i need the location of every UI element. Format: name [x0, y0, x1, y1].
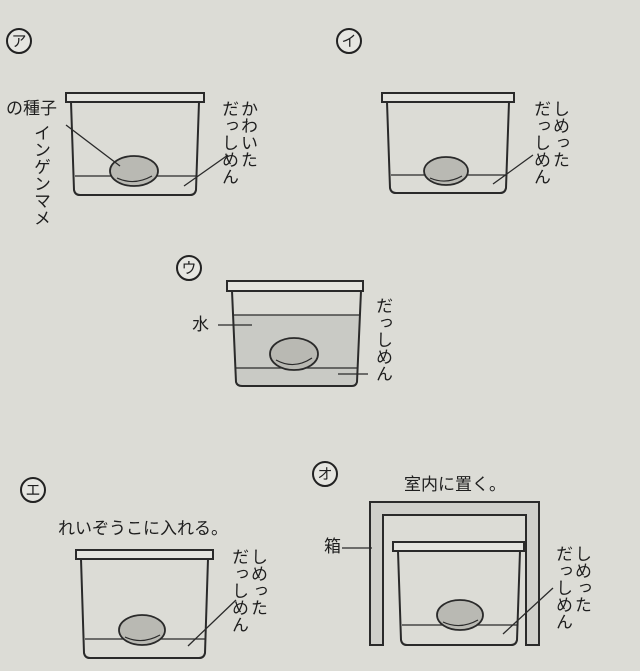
- caption-o: 室内に置く。: [404, 475, 506, 495]
- badge-u: ウ: [176, 255, 202, 281]
- box-label-o: 箱: [324, 537, 341, 557]
- seed-u: [269, 337, 319, 371]
- badge-a: ア: [6, 28, 32, 54]
- water-label-u: 水: [192, 315, 209, 335]
- leader-cotton-a: [183, 154, 229, 187]
- leader-cotton-i: [492, 154, 534, 185]
- cotton-label-e: しめった だっしめん: [228, 548, 267, 633]
- seed-o: [436, 599, 484, 631]
- leader-cotton-o: [502, 587, 554, 635]
- badge-e: エ: [20, 477, 46, 503]
- box-o: [369, 501, 540, 646]
- cotton-label-o: しめった だっしめん: [552, 545, 591, 630]
- seed-i: [423, 156, 469, 186]
- badge-o: オ: [312, 461, 338, 487]
- seed-e: [118, 614, 166, 646]
- cotton-label-u: だっしめん: [372, 297, 392, 382]
- cotton-label-a: かわいた だっしめん: [218, 100, 257, 185]
- caption-e: れいぞうこに入れる。: [58, 519, 228, 539]
- cotton-label-i: しめった だっしめん: [530, 100, 569, 185]
- seed-a: [109, 155, 159, 187]
- leader-seed-a: [65, 124, 121, 167]
- seed-label-line2: インゲンマメ: [30, 124, 50, 226]
- seed-label-line1: の種子: [6, 99, 57, 119]
- badge-i: イ: [336, 28, 362, 54]
- leader-cotton-e: [187, 599, 237, 647]
